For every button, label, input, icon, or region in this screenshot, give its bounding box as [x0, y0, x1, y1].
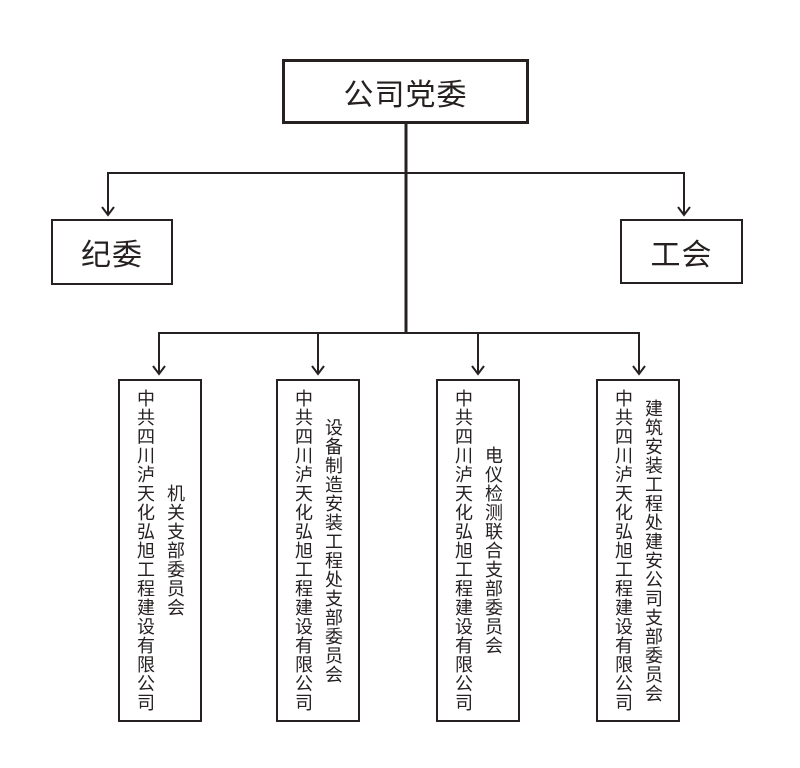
- branch-company-name: 中共四川泸天化弘旭工程建设有限公司: [293, 389, 313, 712]
- org-node-branch-office: 中共四川泸天化弘旭工程建设有限公司 机关支部委员会: [118, 379, 202, 722]
- branch-committee-name: 设备制造安装工程处支部委员会: [323, 417, 343, 684]
- org-node-discipline-committee-label: 纪委: [81, 239, 143, 272]
- branch-committee-name: 机关支部委员会: [165, 484, 185, 617]
- org-node-labor-union: 工会: [620, 219, 743, 284]
- org-node-party-committee-label: 公司党委: [343, 78, 468, 112]
- org-node-branch-equipment: 中共四川泸天化弘旭工程建设有限公司 设备制造安装工程处支部委员会: [276, 379, 360, 722]
- org-node-branch-instrument: 中共四川泸天化弘旭工程建设有限公司 电仪检测联合支部委员会: [436, 379, 520, 722]
- org-node-discipline-committee: 纪委: [51, 219, 173, 285]
- branch-committee-name: 建筑安装工程处建安公司支部委员会: [643, 398, 663, 703]
- branch-company-name: 中共四川泸天化弘旭工程建设有限公司: [453, 389, 473, 712]
- org-node-party-committee: 公司党委: [282, 59, 529, 124]
- branch-company-name: 中共四川泸天化弘旭工程建设有限公司: [613, 389, 633, 712]
- branch-committee-name: 电仪检测联合支部委员会: [483, 446, 503, 655]
- org-node-branch-construction: 中共四川泸天化弘旭工程建设有限公司 建筑安装工程处建安公司支部委员会: [596, 379, 680, 722]
- branch-company-name: 中共四川泸天化弘旭工程建设有限公司: [135, 389, 155, 712]
- org-node-labor-union-label: 工会: [650, 238, 713, 272]
